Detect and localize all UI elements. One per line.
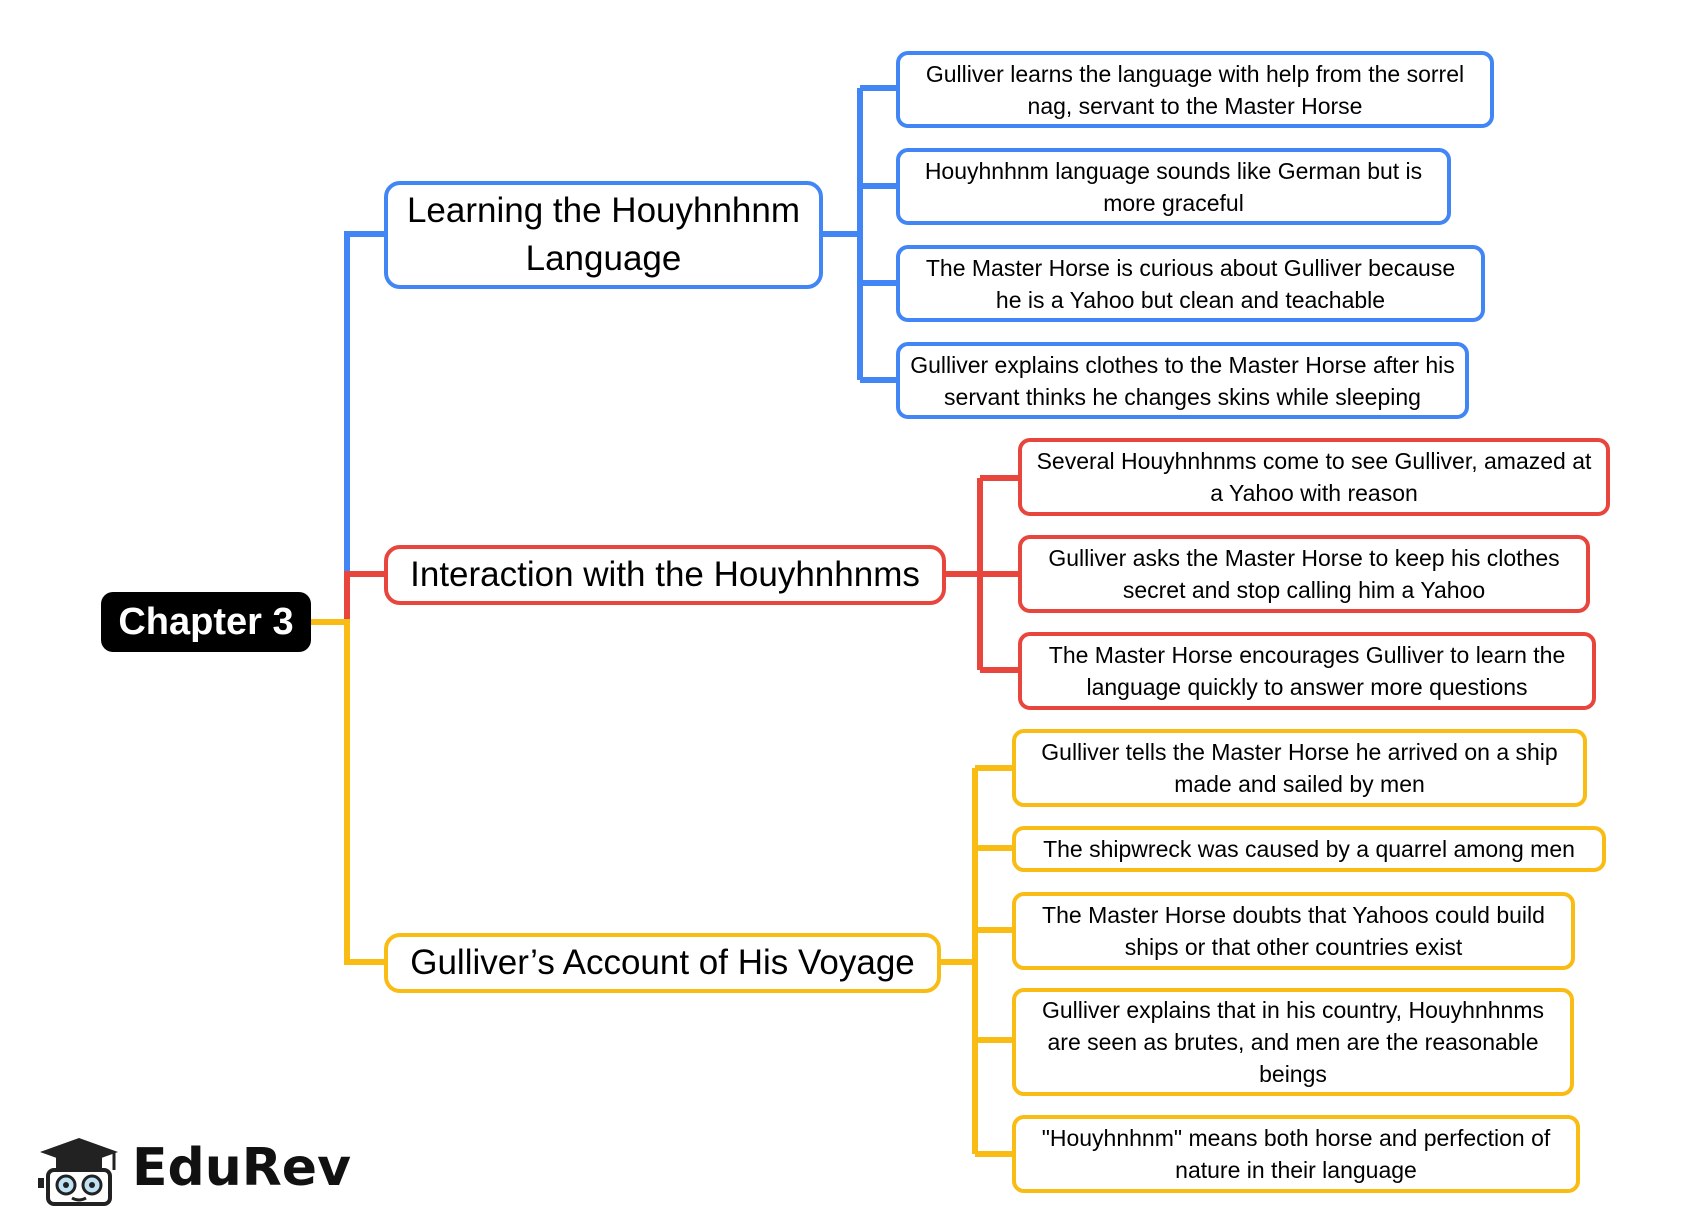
leaf-text: The Master Horse encourages Gulliver to … <box>1048 642 1566 700</box>
root-label: Chapter 3 <box>118 600 294 643</box>
leaf-learning-3: The Master Horse is curious about Gulliv… <box>896 245 1485 322</box>
root-node-chapter-3: Chapter 3 <box>101 592 311 652</box>
logo-text: EduRev <box>132 1138 351 1198</box>
leaf-interaction-3: The Master Horse encourages Gulliver to … <box>1018 632 1596 710</box>
branch-interaction: Interaction with the Houyhnhnms <box>384 545 946 605</box>
leaf-text: The Master Horse is curious about Gulliv… <box>925 254 1456 313</box>
leaf-text: Several Houyhnhnms come to see Gulliver,… <box>1036 448 1592 506</box>
branch-blue-bus <box>820 85 898 383</box>
leaf-text: Gulliver learns the language with help f… <box>925 60 1465 119</box>
branch-label: Interaction with the Houyhnhnms <box>410 555 920 594</box>
branch-learning-language: Learning the Houyhnhnm Language <box>384 181 823 289</box>
leaf-interaction-2: Gulliver asks the Master Horse to keep h… <box>1018 535 1590 613</box>
leaf-text: "Houyhnhnm" means both horse and perfect… <box>1041 1125 1551 1183</box>
root-to-branch-blue <box>344 231 388 572</box>
edurev-logo: EduRev <box>34 1130 351 1210</box>
leaf-voyage-2: The shipwreck was caused by a quarrel am… <box>1012 826 1606 872</box>
branch-label: Learning the Houyhnhnm Language <box>406 191 801 278</box>
branch-red-bus <box>943 475 1020 673</box>
leaf-text: The Master Horse doubts that Yahoos coul… <box>1042 902 1545 960</box>
leaf-text: Gulliver tells the Master Horse he arriv… <box>1041 739 1558 797</box>
leaf-interaction-1: Several Houyhnhnms come to see Gulliver,… <box>1018 438 1610 516</box>
leaf-text: Gulliver asks the Master Horse to keep h… <box>1048 545 1560 603</box>
branch-yellow-bus <box>938 765 1015 1157</box>
leaf-learning-2: Houyhnhnm language sounds like German bu… <box>896 148 1451 225</box>
leaf-voyage-5: "Houyhnhnm" means both horse and perfect… <box>1012 1115 1580 1193</box>
branch-label: Gulliver’s Account of His Voyage <box>410 943 915 982</box>
leaf-learning-4: Gulliver explains clothes to the Master … <box>896 342 1469 419</box>
leaf-learning-1: Gulliver learns the language with help f… <box>896 51 1494 128</box>
leaf-text: Houyhnhnm language sounds like German bu… <box>924 157 1423 216</box>
leaf-text: Gulliver explains that in his country, H… <box>1042 997 1544 1087</box>
root-to-branch-red <box>310 571 388 625</box>
root-to-branch-yellow <box>310 619 388 965</box>
leaf-text: Gulliver explains clothes to the Master … <box>910 351 1455 410</box>
leaf-text: The shipwreck was caused by a quarrel am… <box>1043 836 1575 862</box>
leaf-voyage-4: Gulliver explains that in his country, H… <box>1012 988 1574 1096</box>
leaf-voyage-3: The Master Horse doubts that Yahoos coul… <box>1012 892 1575 970</box>
graduation-cap-mascot-icon <box>38 1138 118 1206</box>
branch-voyage-account: Gulliver’s Account of His Voyage <box>384 933 941 993</box>
leaf-voyage-1: Gulliver tells the Master Horse he arriv… <box>1012 729 1587 807</box>
